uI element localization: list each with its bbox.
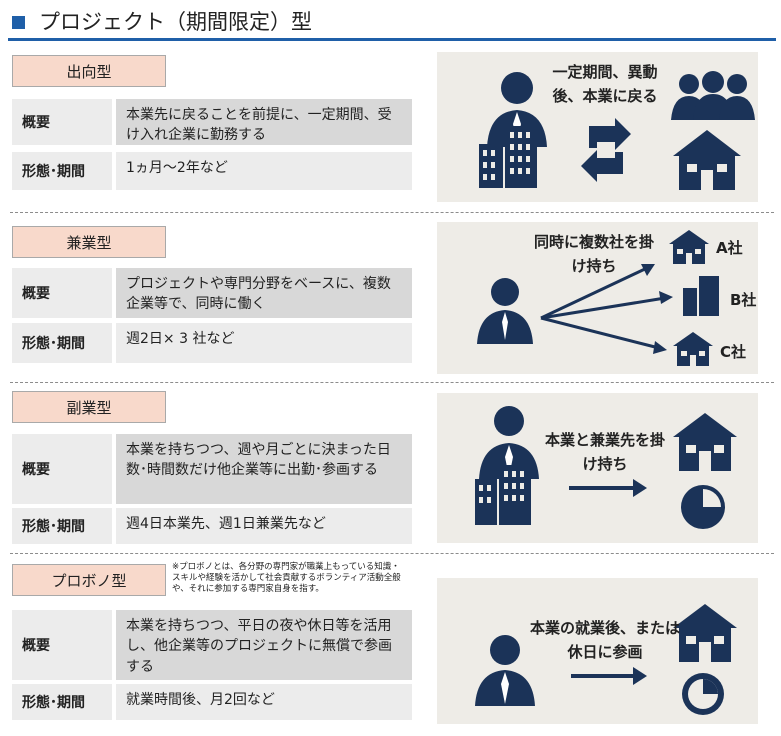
shukko-diagram: [479, 71, 755, 190]
overview-label: 概要: [12, 434, 112, 504]
company-label-a: A社: [716, 239, 743, 257]
diagram-panel-shukko: [437, 52, 758, 202]
section-divider: [10, 212, 774, 213]
title-rule: [8, 38, 776, 41]
section-divider: [10, 382, 774, 383]
overview-label: 概要: [12, 99, 112, 145]
section-divider: [10, 553, 774, 554]
diagram-caption-fukugyo: 本業と兼業先を掛け持ち: [544, 431, 665, 473]
diagram-panel-probono: [437, 578, 758, 724]
fukugyo-diagram: [475, 406, 737, 529]
house-icon: [673, 413, 737, 471]
pie-clock-icon: [681, 485, 725, 529]
person-icon: [477, 278, 533, 344]
category-label-probono: プロボノ型: [12, 564, 166, 596]
company-label-c: C社: [720, 343, 747, 361]
page-title: プロジェクト（期間限定）型: [12, 6, 312, 36]
diagram-panel-fukugyo: [437, 393, 758, 543]
house-icon-c: [673, 332, 713, 366]
diagram-panel-kengyo: [437, 222, 758, 374]
company-label-b: B社: [730, 291, 757, 309]
page-title-text: プロジェクト（期間限定）型: [39, 10, 312, 34]
title-square-icon: [12, 15, 25, 29]
person-icon: [475, 635, 535, 706]
overview-value: 本業を持ちつつ、平日の夜や休日等を活用し、他企業等のプロジェクトに無償で参画する: [116, 610, 412, 680]
term-label: 形態･期間: [12, 508, 112, 544]
category-label-fukugyo: 副業型: [12, 391, 166, 423]
term-value: 週2日× 3 社など: [116, 323, 412, 363]
term-label: 形態･期間: [12, 684, 112, 720]
diagram-caption-shukko: 一定期間、異動後、本業に戻る: [552, 63, 658, 105]
exchange-arrows-icon: [581, 118, 631, 182]
house-icon-a: [669, 230, 709, 264]
right-arrow-icon: [571, 667, 647, 685]
people-group-icon: [671, 71, 755, 120]
overview-label: 概要: [12, 610, 112, 680]
category-label-kengyo: 兼業型: [12, 226, 166, 258]
office-building-icon-b: [683, 276, 719, 316]
overview-value: 本業を持ちつつ、週や月ごとに決まった日数･時間数だけ他企業等に出勤･参画する: [116, 434, 412, 504]
clock-icon: [682, 673, 724, 715]
probono-footnote: ※プロボノとは、各分野の専門家が職業上もっている知識・スキルや経験を活かして社会…: [172, 562, 401, 595]
overview-label: 概要: [12, 268, 112, 318]
term-label: 形態･期間: [12, 152, 112, 190]
diagram-caption-probono: 本業の就業後、または休日に参画: [530, 619, 681, 661]
term-label: 形態･期間: [12, 323, 112, 363]
house-icon: [673, 130, 741, 190]
overview-value: 本業先に戻ることを前提に、一定期間、受け入れ企業に勤務する: [116, 99, 412, 145]
term-value: 就業時間後、月2回など: [116, 684, 412, 720]
probono-diagram: [475, 604, 737, 715]
category-label-shukko: 出向型: [12, 55, 166, 87]
branch-arrows: [540, 264, 673, 354]
right-arrow-icon: [569, 479, 647, 497]
house-icon: [673, 604, 737, 662]
term-value: 1ヵ月～2年など: [116, 152, 412, 190]
kengyo-diagram: [477, 230, 719, 366]
term-value: 週4日本業先、週1日兼業先など: [116, 508, 412, 544]
overview-value: プロジェクトや専門分野をベースに、複数企業等で、同時に働く: [116, 268, 412, 318]
diagram-caption-kengyo: 同時に複数社を掛け持ち: [533, 233, 654, 275]
